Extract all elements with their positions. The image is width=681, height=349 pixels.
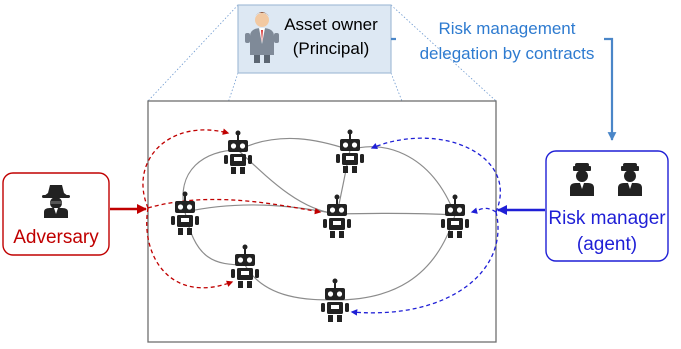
adversary-box: Adversary bbox=[2, 172, 110, 256]
principal-subtitle: (Principal) bbox=[293, 39, 370, 58]
network-frame bbox=[147, 100, 497, 343]
spy-icon bbox=[42, 185, 70, 218]
principal-title: Asset owner bbox=[284, 15, 378, 34]
delegation-connector bbox=[391, 37, 612, 140]
delegation-line2: delegation by contracts bbox=[420, 44, 595, 63]
attack-paths bbox=[142, 128, 322, 289]
businessman-icon bbox=[245, 12, 279, 63]
delegation-line1: Risk management bbox=[438, 19, 575, 38]
principal-box: Asset owner (Principal) bbox=[237, 4, 392, 74]
risk-manager-subtitle: (agent) bbox=[577, 234, 637, 255]
defense-paths bbox=[350, 137, 501, 316]
risk-manager-box: Risk manager (agent) bbox=[545, 150, 669, 262]
risk-manager-title: Risk manager bbox=[548, 208, 666, 229]
adversary-label: Adversary bbox=[13, 227, 99, 248]
